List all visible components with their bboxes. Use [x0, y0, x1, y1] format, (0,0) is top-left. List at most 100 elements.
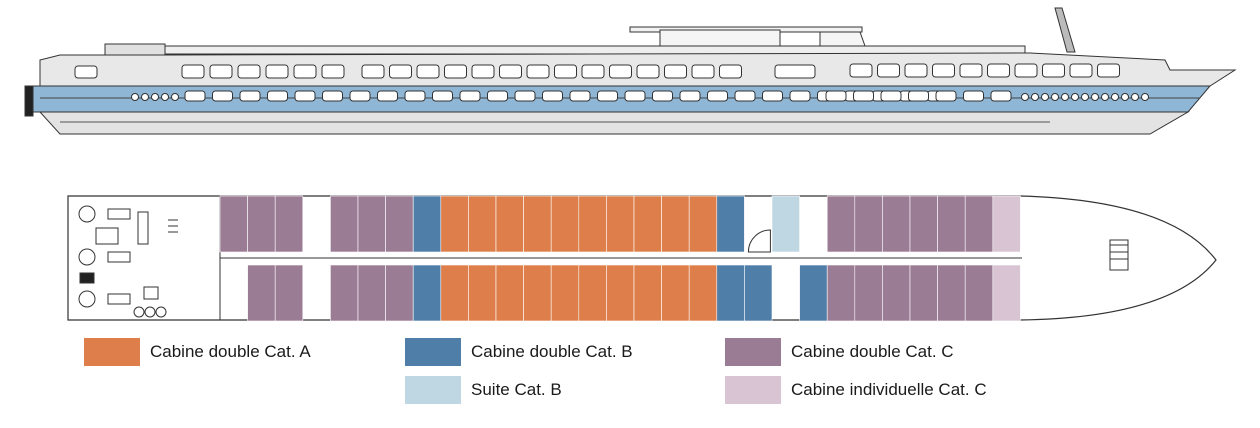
window — [212, 90, 233, 102]
legend-swatch — [405, 376, 461, 404]
porthole — [1141, 93, 1149, 101]
window — [237, 64, 261, 79]
bow-stair-icon — [1109, 239, 1129, 271]
porthole — [1131, 93, 1139, 101]
porthole — [1061, 93, 1069, 101]
window — [239, 90, 261, 102]
legend-item-double-b: Cabine double Cat. B — [405, 338, 633, 366]
porthole — [1101, 93, 1109, 101]
cabin-double-b — [716, 264, 745, 322]
cabin-double-a — [688, 195, 718, 253]
porthole — [1111, 93, 1119, 101]
cabin-double-a — [606, 264, 635, 322]
window — [1014, 63, 1038, 78]
cabin-double-c — [247, 264, 276, 322]
cabin-double-a — [440, 195, 469, 253]
window — [959, 63, 983, 78]
cabin-double-c — [882, 264, 911, 322]
cabin-grid — [219, 195, 1021, 322]
porthole — [1051, 93, 1059, 101]
side-portholes — [131, 93, 1149, 101]
window — [581, 64, 605, 79]
cabin-double-b — [412, 264, 442, 322]
window — [652, 90, 673, 102]
porthole — [141, 93, 149, 101]
porthole — [1031, 93, 1039, 101]
legend-swatch — [725, 376, 781, 404]
cabin-double-a — [633, 264, 662, 322]
window — [389, 64, 412, 79]
cabin-suite-b — [771, 195, 800, 253]
window — [707, 90, 728, 102]
window — [432, 90, 453, 102]
window — [1069, 63, 1093, 78]
cabin-double-a — [633, 195, 662, 253]
cabin-double-c — [330, 195, 359, 253]
cabin-double-c — [854, 195, 883, 253]
cabin-double-b — [412, 195, 442, 253]
window — [514, 90, 536, 102]
cabin-double-a — [661, 264, 690, 322]
cabin-double-c — [826, 195, 856, 253]
cabin-double-c — [357, 195, 386, 253]
legend-swatch — [725, 338, 781, 366]
porthole — [161, 93, 169, 101]
window — [554, 64, 577, 79]
legend-swatch — [84, 338, 140, 366]
porthole — [151, 93, 159, 101]
cabin-double-a — [468, 195, 497, 253]
porthole — [1091, 93, 1099, 101]
window — [987, 63, 1010, 78]
window — [487, 90, 508, 102]
cabin-double-a — [578, 264, 607, 322]
cabin-double-c — [937, 264, 966, 322]
cabin-double-a — [468, 264, 497, 322]
legend-item-double-c: Cabine double Cat. C — [725, 338, 954, 366]
cabin-double-c — [219, 195, 248, 253]
cabin-double-a — [688, 264, 718, 322]
window — [908, 90, 929, 102]
cabin-double-a — [550, 195, 580, 253]
staircase — [747, 229, 771, 253]
cabin-double-a — [550, 264, 580, 322]
window — [542, 90, 563, 102]
cabin-double-b — [716, 195, 745, 253]
porthole — [1021, 93, 1029, 101]
cabin-double-c — [937, 195, 966, 253]
cabin-double-c — [909, 264, 938, 322]
window — [349, 90, 371, 102]
cabin-double-c — [964, 195, 994, 253]
window — [416, 64, 440, 79]
cabin-double-c — [882, 195, 911, 253]
legend-label: Suite Cat. B — [471, 380, 562, 399]
porthole — [1121, 93, 1129, 101]
window — [209, 64, 233, 79]
window — [404, 90, 426, 102]
window — [267, 90, 288, 102]
window — [526, 64, 550, 79]
deck-plan — [67, 195, 1217, 322]
cabin-double-b — [799, 264, 828, 322]
window — [265, 64, 289, 79]
legend-label: Cabine individuelle Cat. C — [791, 380, 987, 399]
cabin-double-a — [661, 195, 690, 253]
window — [184, 90, 206, 102]
window — [1097, 63, 1120, 78]
window — [294, 90, 316, 102]
window — [849, 63, 873, 78]
window — [691, 64, 715, 79]
legend-label: Cabine double Cat. B — [471, 342, 633, 361]
cabin-double-c — [274, 264, 304, 322]
porthole — [1041, 93, 1049, 101]
porthole — [1081, 93, 1089, 101]
window — [664, 64, 687, 79]
window — [444, 64, 467, 79]
window — [1042, 63, 1065, 78]
window — [499, 64, 522, 79]
cabin-single-c — [992, 195, 1021, 253]
engine-room — [67, 195, 221, 321]
window — [679, 90, 701, 102]
cabin-double-c — [330, 264, 359, 322]
window — [990, 90, 1012, 102]
